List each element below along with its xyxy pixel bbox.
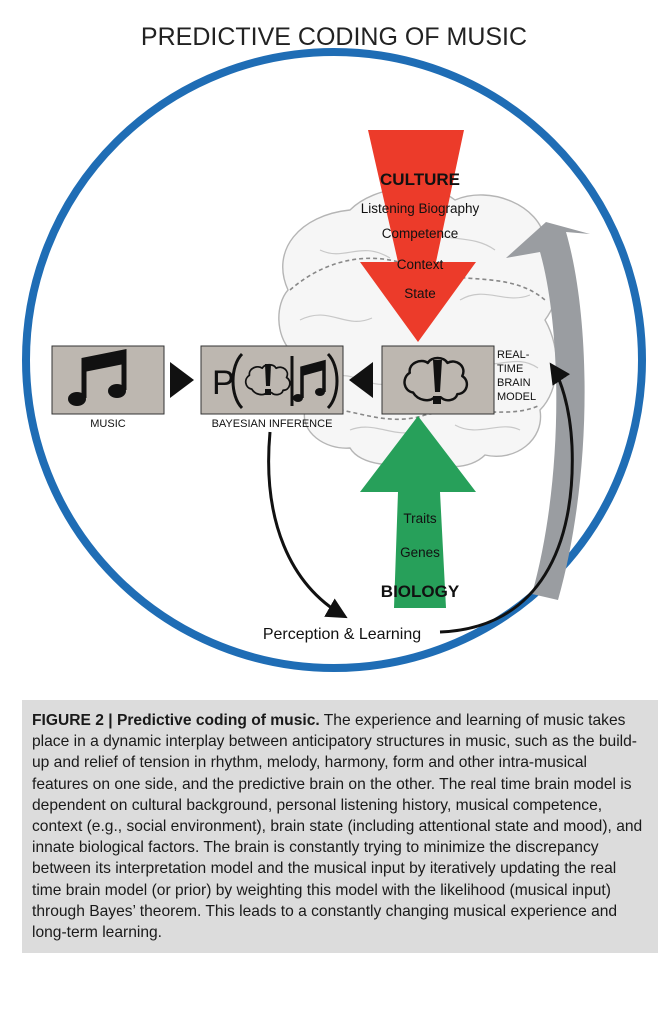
exclamation-icon [433, 360, 442, 404]
biology-item-traits: Traits [403, 511, 436, 526]
brain-model-label-line-2: TIME [497, 363, 523, 375]
curved-arrow-to-brain-model [439, 362, 574, 634]
brain-model-label-line-3: BRAIN [497, 377, 531, 389]
music-label: MUSIC [90, 418, 126, 430]
bayesian-inference-label: BAYESIAN INFERENCE [212, 418, 333, 430]
figure-caption: FIGURE 2 | Predictive coding of music. T… [22, 700, 658, 954]
culture-item-listening-biography: Listening Biography [361, 201, 480, 216]
outer-circle [22, 48, 646, 672]
triangle-arrow-to-bayesian [349, 362, 373, 398]
brain-model-box [381, 345, 495, 415]
diagram-title: PREDICTIVE CODING OF MUSIC [141, 23, 527, 51]
bayesian-inference-box: P [200, 345, 344, 415]
culture-item-context: Context [397, 257, 444, 272]
biology-item-genes: Genes [400, 545, 440, 560]
music-note-icon [293, 359, 326, 402]
biology-arrow [360, 416, 476, 608]
exclamation-icon [265, 364, 271, 395]
perception-learning-label: Perception & Learning [263, 626, 421, 643]
figure-caption-label: FIGURE 2 | Predictive coding of music. [32, 712, 320, 729]
biology-label: BIOLOGY [381, 582, 460, 601]
music-box [51, 345, 165, 415]
triangle-arrow-to-music [170, 362, 194, 398]
music-note-icon [68, 348, 127, 406]
culture-item-competence: Competence [382, 226, 459, 241]
culture-item-state: State [404, 286, 436, 301]
culture-label: CULTURE [380, 170, 460, 189]
culture-arrow [360, 130, 476, 342]
curved-arrow-to-perception [267, 431, 348, 619]
brain-model-label-line-4: MODEL [497, 391, 536, 403]
figure-caption-text: The experience and learning of music tak… [32, 712, 643, 942]
brain-model-label-line-1: REAL- [497, 349, 530, 361]
probability-glyph: P [212, 364, 235, 402]
predictive-coding-diagram: PREDICTIVE CODING OF MUSIC CULTURE Liste… [22, 23, 646, 672]
